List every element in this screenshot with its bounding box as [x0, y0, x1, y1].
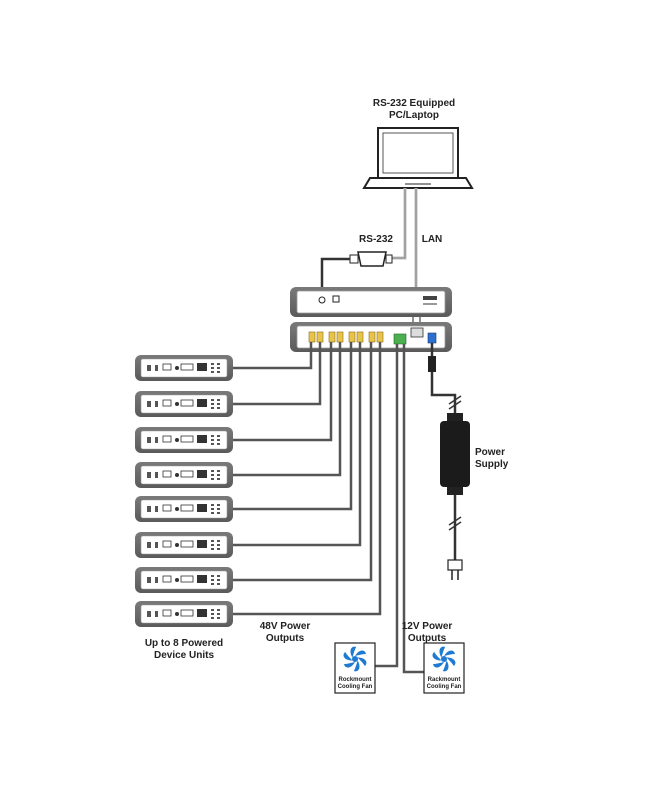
laptop [362, 127, 474, 189]
poe-cable-4 [233, 342, 342, 477]
power-button-icon [318, 296, 326, 304]
fan-cable-1 [375, 344, 399, 668]
rs232-label: RS-232 [359, 234, 393, 245]
48v-outputs-label-line2: Outputs [266, 633, 305, 644]
poe-cable-7 [233, 342, 373, 582]
poe-port-2 [316, 331, 324, 343]
poe-port-7 [368, 331, 376, 343]
device-unit-7 [135, 567, 233, 593]
rs232-to-unit-cable [320, 257, 350, 290]
device-unit-1 [135, 355, 233, 381]
cooling-fan-1: Rockmount Cooling Fan [334, 642, 376, 694]
poe-cable-2 [233, 342, 322, 406]
fan1-label-line1: Rockmount [339, 677, 372, 683]
power-supply [428, 343, 470, 580]
service-port-icon [332, 295, 340, 303]
poe-port-8 [376, 331, 384, 343]
device-unit-2 [135, 391, 233, 417]
devices-label-line1: Up to 8 Powered [145, 638, 223, 649]
rs232-cable [385, 188, 407, 260]
device-unit-6 [135, 532, 233, 558]
poe-output-cables [233, 342, 382, 616]
device-unit-8 [135, 601, 233, 627]
poe-port-3 [328, 331, 336, 343]
12v-outputs-label-line2: Outputs [408, 633, 447, 644]
power-adapter-brick [440, 421, 470, 487]
poe-unit-front-panel [290, 287, 452, 317]
device-units [135, 355, 233, 627]
power-supply-label-line1: Power [475, 447, 505, 458]
poe-port-1 [308, 331, 316, 343]
poe-cable-6 [233, 342, 362, 547]
device-unit-5 [135, 496, 233, 522]
power-supply-label-line2: Supply [475, 459, 509, 470]
device-unit-3 [135, 427, 233, 453]
poe-port-5 [348, 331, 356, 343]
fan-cable-2 [402, 344, 424, 674]
rs232-cable-core [385, 188, 406, 259]
fan2-label-line1: Rackmount [428, 677, 461, 683]
pc-label-line1: RS-232 Equipped [373, 98, 455, 109]
dc-input-port [427, 332, 437, 344]
poe-port-4 [336, 331, 344, 343]
device-unit-4 [135, 462, 233, 488]
poe-port-6 [356, 331, 364, 343]
brand-logo-icon [423, 296, 437, 300]
cooling-fan-2: Rackmount Cooling Fan [423, 642, 465, 694]
fan-icon [432, 646, 456, 672]
fan1-label-line2: Cooling Fan [338, 684, 373, 690]
48v-outputs-label-line1: 48V Power [260, 621, 311, 632]
poe-cable-8 [233, 342, 382, 616]
lan-port [410, 327, 424, 338]
poe-cable-3 [233, 342, 333, 442]
poe-cable-1 [233, 342, 313, 370]
fan-icon [343, 646, 367, 672]
power-plug-icon [447, 559, 463, 571]
pc-label-line2: PC/Laptop [389, 110, 439, 121]
devices-label-line2: Device Units [154, 650, 214, 661]
lan-label: LAN [422, 234, 443, 245]
terminal-block-12v [393, 333, 407, 345]
12v-outputs-label-line1: 12V Power [402, 621, 453, 632]
db9-connector [349, 251, 393, 267]
poe-cable-5 [233, 342, 353, 511]
fan-cables [375, 344, 424, 674]
fan2-label-line2: Cooling Fan [427, 684, 462, 690]
